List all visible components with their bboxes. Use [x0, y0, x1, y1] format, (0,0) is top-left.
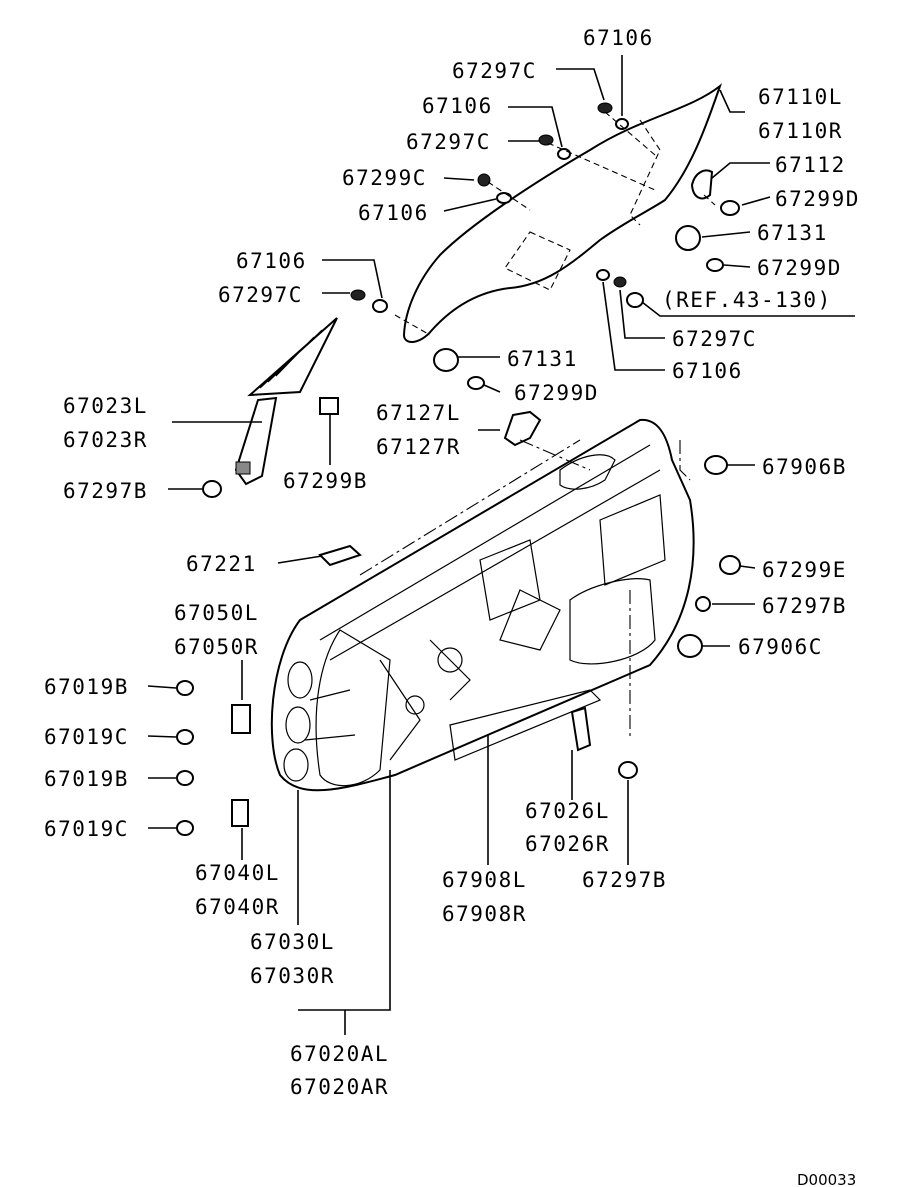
small-parts	[176, 102, 741, 836]
label-67297b: 67297B	[762, 594, 847, 618]
label-67906c: 67906C	[738, 635, 823, 659]
label-67106: 67106	[583, 26, 654, 50]
label-67026r: 67026R	[525, 832, 610, 856]
label-ref-43-130: (REF.43-130)	[662, 288, 832, 312]
door-glass	[402, 83, 723, 343]
label-67221: 67221	[186, 552, 257, 576]
part-labels: 67106 67297C 67106 67297C 67299C 67106 6…	[44, 26, 860, 1187]
label-67106: 67106	[236, 249, 307, 273]
label-67297b: 67297B	[582, 868, 667, 892]
label-67127r: 67127R	[376, 435, 461, 459]
label-67040r: 67040R	[195, 895, 280, 919]
label-67050r: 67050R	[174, 635, 259, 659]
label-67106: 67106	[672, 359, 743, 383]
label-67908r: 67908R	[442, 902, 527, 926]
label-67019c: 67019C	[44, 725, 129, 749]
label-67299c: 67299C	[342, 166, 427, 190]
label-67131: 67131	[757, 221, 828, 245]
label-67019c: 67019C	[44, 817, 129, 841]
label-67050l: 67050L	[174, 601, 259, 625]
label-67030r: 67030R	[250, 964, 335, 988]
label-67299d: 67299D	[514, 381, 599, 405]
label-67023r: 67023R	[63, 428, 148, 452]
label-67030l: 67030L	[250, 930, 335, 954]
phantom-lines	[359, 111, 716, 740]
label-67299d: 67299D	[775, 187, 860, 211]
label-67106: 67106	[358, 201, 429, 225]
label-67020ar: 67020AR	[290, 1075, 389, 1099]
label-67020al: 67020AL	[290, 1042, 389, 1066]
label-67906b: 67906B	[762, 455, 847, 479]
label-67299b: 67299B	[283, 469, 368, 493]
label-67299d: 67299D	[757, 256, 842, 280]
label-67297b: 67297B	[63, 479, 148, 503]
label-67110r: 67110R	[758, 119, 843, 143]
label-67297c: 67297C	[406, 130, 491, 154]
sealing-sheet	[449, 689, 602, 761]
label-67112: 67112	[775, 153, 846, 177]
label-67297c: 67297C	[218, 283, 303, 307]
label-67908l: 67908L	[442, 868, 527, 892]
leader-lines	[147, 55, 855, 1035]
label-67023l: 67023L	[63, 394, 148, 418]
label-67131: 67131	[507, 347, 578, 371]
label-67019b: 67019B	[44, 675, 129, 699]
diagram-code: D00033	[797, 1171, 856, 1187]
label-67299e: 67299E	[762, 558, 847, 582]
label-67040l: 67040L	[195, 861, 280, 885]
label-67106: 67106	[422, 94, 493, 118]
label-67110l: 67110L	[758, 85, 843, 109]
label-67127l: 67127L	[376, 401, 461, 425]
door-panel	[270, 418, 695, 792]
label-67019b: 67019B	[44, 767, 129, 791]
label-67026l: 67026L	[525, 799, 610, 823]
label-67297c: 67297C	[672, 327, 757, 351]
glass-channel	[234, 317, 338, 486]
label-67297c: 67297C	[452, 59, 537, 83]
